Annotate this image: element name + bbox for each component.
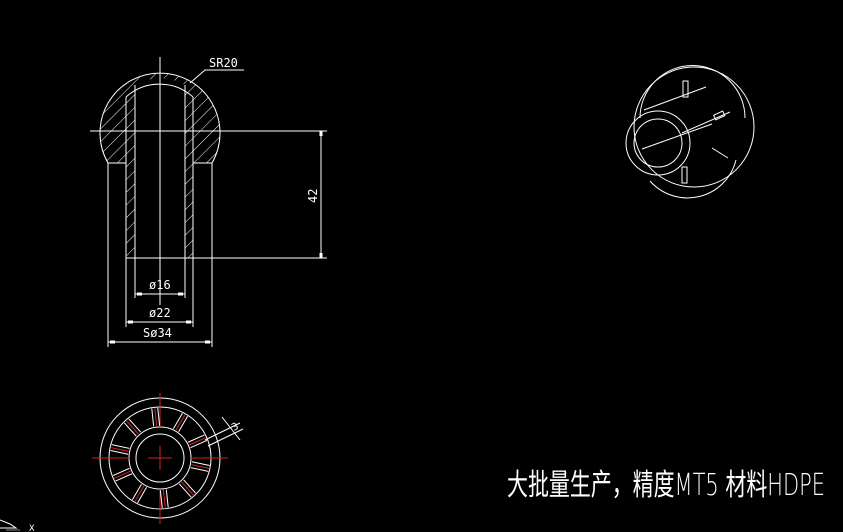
slot-edge: [183, 479, 197, 494]
slot-centerline: [114, 470, 131, 479]
slot-centerline: [191, 464, 210, 469]
slot-edge: [157, 407, 161, 426]
dimension-sphere-34[interactable]: Sø34: [108, 326, 212, 344]
bore-16-label: ø16: [149, 278, 171, 292]
slot-edge: [191, 461, 210, 466]
dimension-sr20[interactable]: SR20: [189, 56, 244, 84]
sr20-label: SR20: [209, 56, 238, 70]
bottom-view: [92, 393, 228, 524]
slot-edge: [165, 489, 169, 508]
slot-centerline: [175, 414, 186, 431]
slot-edge: [151, 408, 155, 427]
dimension-bore-22[interactable]: ø22: [126, 306, 193, 324]
slot-centerline: [126, 420, 139, 435]
slot-edge: [178, 483, 192, 498]
slot-edge: [190, 467, 209, 472]
height-label: 42: [306, 189, 320, 203]
isometric-view: [625, 65, 755, 199]
slot-edge: [159, 490, 163, 509]
slot-edge: [110, 450, 129, 455]
manufacturing-note: 大批量生产，精度MT5 材料HDPE: [507, 468, 825, 503]
slot-edge: [190, 439, 208, 449]
sphere-34-label: Sø34: [143, 326, 172, 340]
bore-22-label: ø22: [149, 306, 171, 320]
slot-centerline: [181, 481, 194, 496]
x-axis-label: X: [29, 524, 35, 532]
slot-centerline: [189, 437, 206, 446]
dimension-bore-16[interactable]: ø16: [135, 278, 185, 296]
slot-edge: [111, 444, 130, 449]
ucs-axis-icon: X: [0, 519, 35, 532]
slot-edge: [131, 483, 142, 501]
slot-edge: [137, 486, 148, 504]
slot-centerline: [110, 447, 129, 452]
dimension-42[interactable]: 42: [306, 131, 323, 258]
section-view: [90, 57, 327, 347]
slot-edge: [115, 473, 133, 482]
slot-edge: [123, 422, 137, 437]
slot-edge: [187, 434, 205, 443]
slot-edge: [172, 412, 183, 430]
slot-3-label: 3: [230, 421, 241, 434]
dimension-slot-3[interactable]: 3: [204, 416, 244, 447]
slot-edge: [112, 467, 130, 477]
slot-centerline: [134, 485, 145, 502]
slot-edge: [178, 415, 189, 433]
slot-edge: [128, 418, 142, 433]
slot-centerline: [162, 489, 166, 508]
slot-centerline: [154, 408, 158, 427]
